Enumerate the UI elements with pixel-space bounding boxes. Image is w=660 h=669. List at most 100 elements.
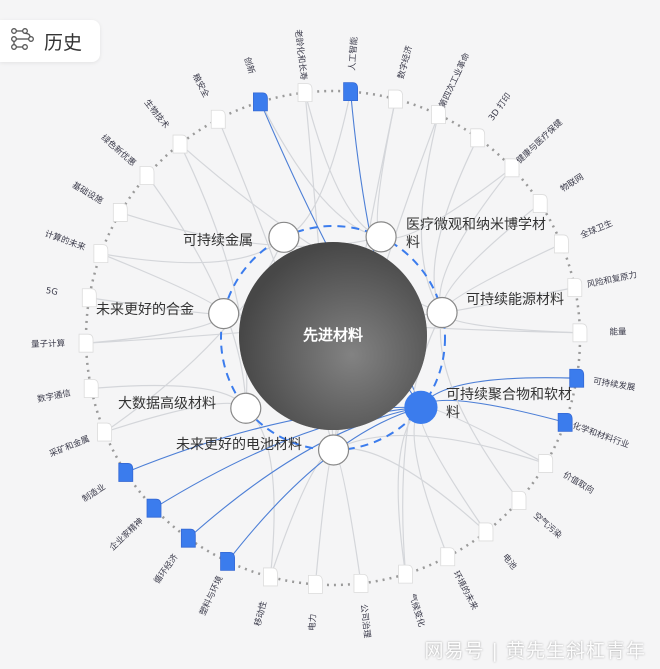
outer-node-label[interactable]: 健康与医疗保健 (514, 117, 565, 166)
outer-node[interactable] (112, 203, 128, 222)
outer-node-label[interactable]: 全球卫生 (579, 218, 615, 241)
outer-node-label[interactable]: 环境的未来 (451, 569, 481, 612)
inner-node[interactable] (426, 296, 458, 329)
outer-node-label[interactable]: 电池 (500, 552, 519, 573)
outer-node[interactable] (210, 109, 226, 129)
outer-node[interactable] (78, 333, 94, 353)
outer-node-label[interactable]: 人工智能 (347, 36, 360, 71)
document-icon (263, 567, 278, 587)
inner-label-polymers-soft-materials[interactable]: 可持续聚合物和软材料 (446, 387, 572, 421)
outer-node[interactable] (172, 134, 188, 154)
outer-node-label[interactable]: 粮安全 (190, 72, 212, 100)
outer-node-label[interactable]: 企业家精神 (107, 516, 145, 553)
outer-node[interactable] (557, 412, 573, 432)
inner-node[interactable] (268, 221, 300, 253)
inner-node[interactable] (404, 390, 438, 424)
outer-node[interactable] (343, 82, 359, 102)
edge-line (283, 91, 352, 238)
outer-node[interactable] (572, 323, 588, 343)
outer-node-label[interactable]: 基础设施 (70, 180, 105, 207)
inner-label-battery-materials[interactable]: 未来更好的电池材料 (176, 437, 302, 453)
outer-node-label[interactable]: 创新 (241, 56, 257, 76)
outer-node[interactable] (297, 83, 313, 102)
outer-node[interactable] (81, 288, 97, 308)
document-icon (388, 89, 403, 109)
outer-node-label[interactable]: 绿色新优惠 (99, 132, 138, 168)
outer-node[interactable] (553, 234, 569, 254)
document-icon (210, 109, 226, 129)
document-icon (553, 234, 569, 254)
outer-node[interactable] (139, 166, 155, 185)
outer-node[interactable] (569, 368, 585, 388)
document-icon (118, 463, 134, 482)
inner-label-big-data-materials[interactable]: 大数据高级材料 (118, 396, 216, 412)
outer-node[interactable] (478, 522, 494, 542)
outer-node-label[interactable]: 5G (45, 286, 58, 298)
outer-node-label[interactable]: 数字通信 (36, 387, 72, 405)
outer-node[interactable] (97, 422, 113, 442)
outer-node-label[interactable]: 循环经济 (152, 552, 181, 586)
outer-node[interactable] (307, 574, 323, 594)
outer-node-label[interactable]: 计算的未来 (43, 228, 87, 253)
outer-node-label[interactable]: 价值取向 (561, 470, 596, 497)
outer-node-label[interactable]: 3D 打印 (486, 91, 513, 123)
outer-node[interactable] (504, 158, 520, 178)
edge-line (397, 406, 422, 575)
outer-node-label[interactable]: 数字经济 (396, 44, 415, 80)
history-button[interactable]: 历史 (0, 20, 100, 62)
outer-node[interactable] (470, 128, 486, 148)
outer-node[interactable] (83, 379, 99, 398)
outer-node[interactable] (220, 551, 235, 571)
outer-node-label[interactable]: 移动性 (252, 599, 269, 627)
outer-node[interactable] (118, 463, 134, 482)
outer-node[interactable] (263, 567, 278, 587)
outer-node-label[interactable]: 物联网 (558, 171, 585, 194)
outer-node-label[interactable]: 空气污染 (531, 510, 564, 541)
outer-node-label[interactable]: 老龄化和长寿 (292, 29, 309, 81)
outer-node-label[interactable]: 公司治理 (358, 604, 373, 640)
outer-node[interactable] (532, 194, 548, 213)
outer-node[interactable] (398, 564, 413, 584)
edge-line (227, 406, 422, 562)
inner-node[interactable] (208, 298, 240, 330)
outer-node[interactable] (538, 454, 554, 473)
edge-line (120, 211, 382, 247)
document-icon (343, 82, 359, 102)
outer-node[interactable] (146, 498, 162, 518)
outer-node[interactable] (511, 491, 527, 510)
outer-node-label[interactable]: 量子计算 (31, 338, 66, 350)
document-icon (504, 158, 520, 178)
outer-node[interactable] (567, 278, 583, 297)
outer-node[interactable] (93, 244, 109, 264)
outer-node[interactable] (253, 92, 268, 112)
edge-line (333, 434, 546, 465)
outer-node-label[interactable]: 第四次工业革命 (437, 51, 473, 110)
document-icon (307, 574, 323, 594)
outer-node[interactable] (440, 547, 456, 567)
outer-node-label[interactable]: 可持续发展 (592, 376, 636, 394)
outer-node[interactable] (431, 105, 446, 125)
outer-node-label[interactable]: 塑料与环境 (197, 574, 225, 618)
inner-node[interactable] (317, 434, 350, 466)
inner-label-sustainable-metals[interactable]: 可持续金属 (183, 233, 253, 249)
outer-node[interactable] (388, 89, 403, 109)
document-icon (81, 288, 97, 308)
inner-node[interactable] (365, 221, 397, 253)
edge-line (314, 449, 335, 585)
outer-node-label[interactable]: 电力 (307, 613, 319, 631)
inner-node[interactable] (230, 392, 262, 424)
inner-label-medical-nano-materials[interactable]: 医疗微观和纳米博学材料 (406, 217, 546, 251)
document-icon (139, 166, 155, 185)
outer-node-label[interactable]: 能量 (609, 326, 627, 337)
outer-node-label[interactable]: 生物技术 (142, 97, 172, 131)
outer-node-label[interactable]: 气候变化 (406, 593, 427, 629)
inner-label-sustainable-energy-materials[interactable]: 可持续能源材料 (466, 292, 564, 308)
outer-node-label[interactable]: 制造业 (80, 482, 107, 505)
outer-node[interactable] (180, 528, 196, 548)
outer-node-label[interactable]: 风险和复原力 (586, 269, 638, 290)
outer-node[interactable] (353, 574, 369, 593)
outer-node-label[interactable]: 化学和材料行业 (571, 420, 631, 451)
outer-node-label[interactable]: 采矿和金属 (48, 433, 92, 459)
document-icon (172, 134, 188, 154)
inner-label-better-alloys[interactable]: 未来更好的合金 (96, 302, 194, 318)
